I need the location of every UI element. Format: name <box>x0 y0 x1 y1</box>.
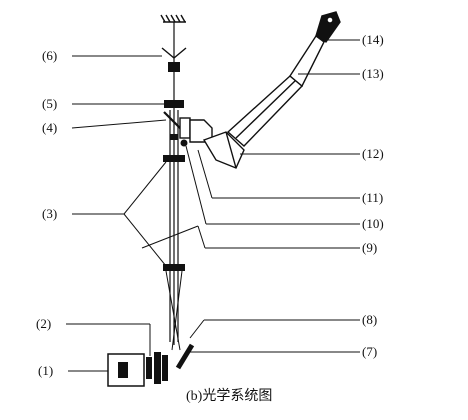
label-3: (3) <box>42 206 57 221</box>
label-4: (4) <box>42 120 57 135</box>
element-1-light-source <box>107 353 145 387</box>
element-14-eyepiece-top <box>289 11 341 88</box>
label-12: (12) <box>362 146 384 161</box>
label-2: (2) <box>36 316 51 331</box>
element-6-top-reflector <box>161 47 187 72</box>
label-7: (7) <box>362 344 377 359</box>
label-13: (13) <box>362 66 384 81</box>
label-14: (14) <box>362 32 384 47</box>
element-11-prism <box>179 117 213 143</box>
label-9: (9) <box>362 240 377 255</box>
leader-lines-left <box>66 55 167 372</box>
label-1: (1) <box>38 363 53 378</box>
element-3-lens-upper <box>163 155 185 162</box>
label-10: (10) <box>362 216 384 231</box>
label-5: (5) <box>42 96 57 111</box>
element-3-lens-lower <box>163 264 185 271</box>
figure-caption: (b)光学系统图 <box>186 388 272 404</box>
leader-lines-right <box>141 39 360 353</box>
converging-rays <box>165 270 183 351</box>
label-6: (6) <box>42 48 57 63</box>
label-8: (8) <box>362 312 377 327</box>
element-2-condenser <box>146 352 168 384</box>
element-7-bottom-mirror <box>175 343 195 370</box>
label-11: (11) <box>362 190 383 205</box>
element-12-eyepiece-prism <box>202 131 245 169</box>
element-13-eyepiece-tube <box>226 75 304 147</box>
element-10-small-lens <box>180 139 188 147</box>
element-5-diaphragm <box>164 100 184 108</box>
top-mount <box>160 14 186 23</box>
